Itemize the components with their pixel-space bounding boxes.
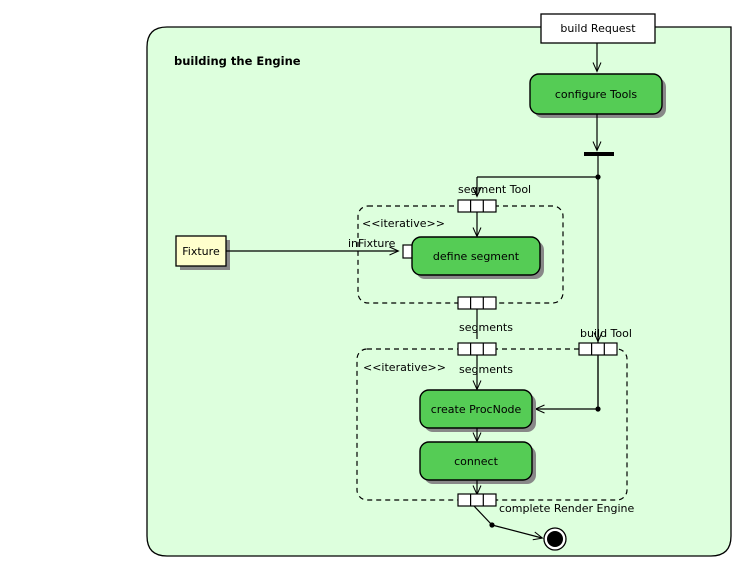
junction-dot-fork-segment — [595, 174, 601, 180]
pin-segments-in — [457, 342, 497, 356]
configure-tools-node[interactable] — [529, 73, 666, 118]
pin-label-in-fixture: inFixture — [348, 237, 396, 250]
pin-segments-out — [457, 296, 497, 310]
fork-bar — [584, 152, 614, 156]
pin-label-segment-tool: segment Tool — [458, 183, 532, 196]
pin-label-segments-out: segments — [459, 321, 513, 334]
pin-segment-tool — [457, 199, 497, 213]
pin-label-complete-render-engine: complete Render Engine — [499, 502, 635, 515]
define-segment-node[interactable] — [411, 236, 544, 279]
frame-title: building the Engine — [174, 54, 301, 68]
region-segments-keyword: <<iterative>> — [362, 217, 445, 230]
pin-complete-render-engine — [457, 493, 497, 507]
edge-output-to-final-seg2 — [491, 524, 544, 541]
activity-frame — [146, 26, 732, 557]
connect-node[interactable] — [419, 441, 536, 484]
junction-dot-final — [489, 522, 495, 528]
create-procnode-node[interactable] — [419, 389, 536, 432]
final-node — [543, 527, 567, 551]
pin-label-segments-inner: segments — [459, 363, 513, 376]
edge-output-to-final-seg1 — [473, 505, 493, 526]
region-procnodes-keyword: <<iterative>> — [363, 361, 446, 374]
pin-build-tool — [578, 342, 618, 356]
fixture-node[interactable] — [175, 235, 230, 270]
pin-label-build-tool: build Tool — [580, 327, 632, 340]
build-request-node[interactable] — [540, 13, 656, 44]
junction-dot-buildtool — [595, 406, 601, 412]
